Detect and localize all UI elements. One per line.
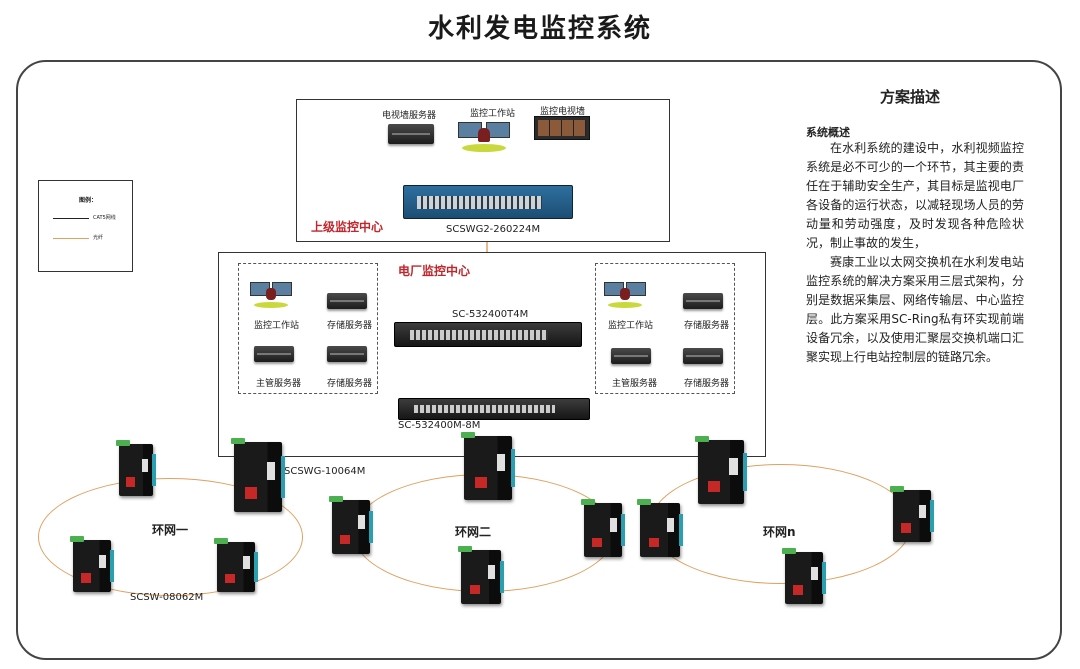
industrial-switch <box>329 496 373 554</box>
industrial-switch <box>637 499 683 557</box>
legend-cable-label: CAT5网线 <box>93 215 116 221</box>
industrial-switch <box>214 538 258 592</box>
upper-switch-model: SCSWG2-260224M <box>446 224 541 235</box>
industrial-switch <box>782 548 826 604</box>
industrial-switch <box>231 438 285 512</box>
industrial-switch <box>458 546 504 604</box>
right-device-group <box>595 263 735 394</box>
left-main-server-label: 主管服务器 <box>256 379 302 389</box>
workstation-icon <box>452 118 516 158</box>
right-workstation-label: 监控工作站 <box>608 321 654 331</box>
left-workstation-label: 监控工作站 <box>254 321 300 331</box>
ring-1 <box>38 478 303 596</box>
description-paragraph-2: 赛康工业以太网交换机在水利发电站监控系统的解决方案采用三层式架构，分别是数据采集… <box>806 255 1024 364</box>
left-main-server-icon <box>254 346 294 362</box>
page-title: 水利发电监控系统 <box>427 14 652 44</box>
ring-switch-model-b: SCSW-08062M <box>130 592 204 603</box>
left-storage-2-icon <box>327 346 367 362</box>
industrial-switch <box>116 440 156 496</box>
tv-wall-label: 监控电视墙 <box>540 107 586 117</box>
industrial-switch <box>461 432 515 500</box>
left-storage-2-label: 存储服务器 <box>327 379 373 389</box>
legend-fiber-label: 光纤 <box>93 235 104 241</box>
aggregation-switch <box>398 398 590 420</box>
industrial-switch <box>70 536 114 592</box>
legend-title: 图例： <box>79 197 98 204</box>
left-storage-1-label: 存储服务器 <box>327 321 373 331</box>
legend-cable-swatch <box>53 218 89 219</box>
core-switch <box>394 322 582 347</box>
industrial-switch <box>890 486 934 542</box>
plant-center-label: 电厂监控中心 <box>398 264 471 278</box>
left-storage-1-icon <box>327 293 367 309</box>
ring-n-label: 环网n <box>763 525 796 539</box>
ring-1-label: 环网一 <box>152 523 189 537</box>
core-switch-model: SC-532400T4M <box>452 309 529 320</box>
left-device-group <box>238 263 378 394</box>
right-storage-2-icon <box>683 348 723 364</box>
ring-2-label: 环网二 <box>455 525 492 539</box>
right-main-server-label: 主管服务器 <box>612 379 658 389</box>
ring-switch-model-a: SCSWG-10064M <box>284 466 366 477</box>
description-paragraph-1: 在水利系统的建设中，水利视频监控系统是必不可少的一个环节，其主要的责任在于辅助安… <box>806 141 1024 250</box>
right-storage-1-icon <box>683 293 723 309</box>
tv-wall-server-label: 电视墙服务器 <box>382 111 437 121</box>
right-main-server-icon <box>611 348 651 364</box>
description-title: 方案描述 <box>880 88 941 106</box>
description-subtitle: 系统概述 <box>806 126 850 139</box>
left-workstation-icon <box>248 280 294 312</box>
upper-center-label: 上级监控中心 <box>311 220 384 234</box>
description-body: 在水利系统的建设中，水利视频监控系统是必不可少的一个环节，其主要的责任在于辅助安… <box>806 139 1024 367</box>
right-storage-2-label: 存储服务器 <box>684 379 730 389</box>
aggregation-switch-model: SC-532400M-8M <box>398 420 481 431</box>
workstation-label: 监控工作站 <box>470 109 516 119</box>
tv-wall-server-icon <box>388 124 434 144</box>
legend-fiber-swatch <box>53 238 89 239</box>
tv-wall-icon <box>534 116 590 140</box>
right-storage-1-label: 存储服务器 <box>684 321 730 331</box>
plant-center-box <box>218 252 766 457</box>
right-workstation-icon <box>602 280 648 312</box>
main-frame <box>16 60 1062 660</box>
upper-switch <box>403 185 573 219</box>
legend-box: 图例： CAT5网线 光纤 <box>38 180 133 272</box>
industrial-switch <box>695 436 747 504</box>
industrial-switch <box>581 499 625 557</box>
